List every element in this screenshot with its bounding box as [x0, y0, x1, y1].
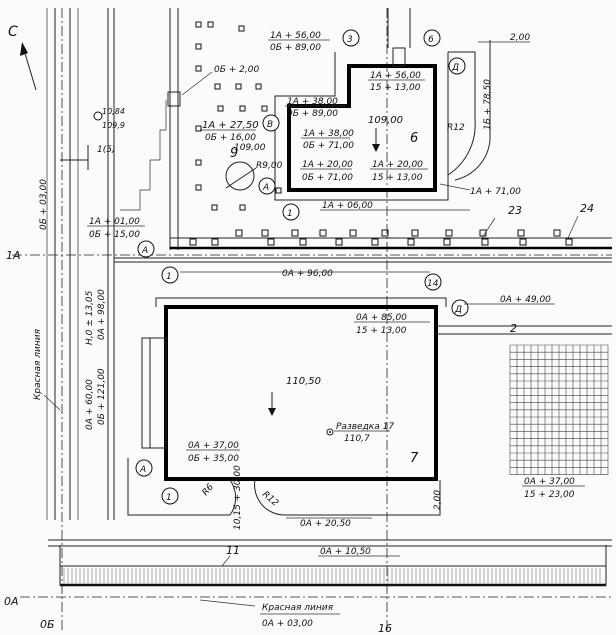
- svg-text:15 + 13,00: 15 + 13,00: [370, 83, 421, 93]
- svg-text:Красная линия: Красная линия: [262, 603, 334, 613]
- axis-label-1a: 1А: [6, 249, 21, 262]
- svg-text:0Б + 89,00: 0Б + 89,00: [270, 43, 321, 53]
- svg-text:R6: R6: [201, 482, 217, 498]
- svg-text:1А + 20,00: 1А + 20,00: [372, 160, 423, 170]
- road-1a: [114, 237, 612, 263]
- svg-text:1(5): 1(5): [97, 145, 115, 155]
- svg-text:Д: Д: [451, 63, 459, 73]
- svg-text:109,00: 109,00: [234, 143, 266, 153]
- svg-text:9: 9: [230, 146, 238, 161]
- svg-text:0Б + 35,00: 0Б + 35,00: [188, 454, 239, 464]
- svg-text:Н,0 ± 13,05: Н,0 ± 13,05: [85, 290, 95, 345]
- svg-text:0Б + 89,00: 0Б + 89,00: [287, 109, 338, 119]
- svg-text:0Б + 121,00: 0Б + 121,00: [97, 368, 107, 425]
- svg-text:В: В: [267, 120, 273, 130]
- building-7-number: 7: [410, 451, 419, 466]
- svg-text:0Б + 2,00: 0Б + 2,00: [214, 65, 259, 75]
- building-6-curb: [447, 51, 476, 176]
- svg-text:2,00: 2,00: [433, 490, 443, 510]
- svg-text:15 + 13,00: 15 + 13,00: [356, 326, 407, 336]
- building-9: [225, 161, 255, 191]
- svg-text:1Б + 78,50: 1Б + 78,50: [483, 79, 493, 130]
- axis-label-0a: 0А: [4, 595, 19, 608]
- svg-text:0Б + 15,00: 0Б + 15,00: [89, 230, 140, 240]
- svg-text:1А + 71,00: 1А + 71,00: [470, 187, 521, 197]
- svg-text:0А + 85,00: 0А + 85,00: [356, 313, 407, 323]
- svg-text:1: 1: [166, 493, 172, 503]
- svg-text:Красная линия: Красная линия: [33, 328, 43, 400]
- svg-text:0А + 37,00: 0А + 37,00: [524, 477, 575, 487]
- road-trees: [189, 229, 573, 246]
- svg-text:1А + 01,00: 1А + 01,00: [89, 217, 140, 227]
- svg-text:R9,00: R9,00: [256, 161, 283, 171]
- svg-text:0А + 96,00: 0А + 96,00: [282, 269, 333, 279]
- svg-text:2: 2: [510, 322, 517, 335]
- road-hatching: [63, 568, 601, 583]
- left-road: [46, 8, 115, 520]
- svg-text:15 + 23,00: 15 + 23,00: [524, 490, 575, 500]
- svg-text:2,00: 2,00: [510, 33, 530, 43]
- svg-text:10,84: 10,84: [102, 107, 125, 116]
- svg-text:0Б + 16,00: 0Б + 16,00: [205, 133, 256, 143]
- svg-text:110,50: 110,50: [286, 376, 321, 387]
- svg-text:1А + 38,00: 1А + 38,00: [287, 97, 338, 107]
- svg-text:0А + 98,00: 0А + 98,00: [97, 289, 107, 340]
- bottom-road: [48, 539, 612, 587]
- svg-text:23: 23: [508, 204, 522, 217]
- yard-trees: [195, 21, 282, 211]
- svg-text:Разведка 17: Разведка 17: [336, 422, 394, 432]
- svg-text:109,00: 109,00: [368, 115, 403, 126]
- building-6-offset: [274, 52, 449, 201]
- svg-text:11: 11: [226, 544, 240, 557]
- svg-text:3: 3: [347, 35, 353, 45]
- yard-sidewalk: [169, 8, 179, 250]
- svg-text:10,15 + 30,00: 10,15 + 30,00: [233, 465, 243, 530]
- north-arrow: С: [8, 24, 37, 91]
- svg-text:А: А: [262, 183, 269, 193]
- svg-text:R12: R12: [447, 123, 465, 133]
- svg-text:1А + 06,00: 1А + 06,00: [322, 201, 373, 211]
- svg-text:0А + 37,00: 0А + 37,00: [188, 441, 239, 451]
- svg-text:0А + 10,50: 0А + 10,50: [320, 547, 371, 557]
- svg-text:14: 14: [427, 279, 439, 289]
- svg-text:0А + 03,00: 0А + 03,00: [262, 619, 313, 629]
- svg-text:6: 6: [428, 35, 434, 45]
- axis-label-16: 16: [378, 622, 392, 635]
- north-label: С: [8, 24, 18, 40]
- svg-text:109,9: 109,9: [102, 121, 125, 130]
- svg-text:0Б + 03,00: 0Б + 03,00: [39, 179, 49, 230]
- svg-text:15 + 13,00: 15 + 13,00: [372, 173, 423, 183]
- paving-grid: [509, 344, 609, 475]
- svg-text:Д: Д: [454, 305, 462, 315]
- svg-text:1А + 27,50: 1А + 27,50: [202, 120, 259, 131]
- svg-text:1А + 56,00: 1А + 56,00: [270, 31, 321, 41]
- svg-text:24: 24: [580, 202, 594, 215]
- building-6-entrance: [392, 47, 406, 67]
- building-7-curb-right: [254, 479, 441, 516]
- svg-text:1: 1: [287, 209, 293, 219]
- svg-text:1А + 20,00: 1А + 20,00: [302, 160, 353, 170]
- building-7-annex: [141, 337, 167, 449]
- svg-text:А: А: [141, 246, 148, 256]
- axis-label-0b: 0Б: [40, 618, 55, 631]
- svg-text:1А + 56,00: 1А + 56,00: [370, 71, 421, 81]
- svg-text:110,7: 110,7: [344, 434, 370, 444]
- svg-text:0А + 20,50: 0А + 20,50: [300, 519, 351, 529]
- svg-text:А: А: [139, 465, 146, 475]
- svg-text:0А + 60,00: 0А + 60,00: [85, 379, 95, 430]
- building-6-number: 6: [410, 131, 418, 146]
- svg-text:0Б + 71,00: 0Б + 71,00: [303, 141, 354, 151]
- building-7-curb-left: [127, 458, 237, 516]
- building-6-outline: [287, 64, 437, 192]
- svg-text:1: 1: [166, 272, 172, 282]
- svg-text:1А + 38,00: 1А + 38,00: [303, 129, 354, 139]
- svg-text:0Б + 71,00: 0Б + 71,00: [302, 173, 353, 183]
- svg-text:0А + 49,00: 0А + 49,00: [500, 295, 551, 305]
